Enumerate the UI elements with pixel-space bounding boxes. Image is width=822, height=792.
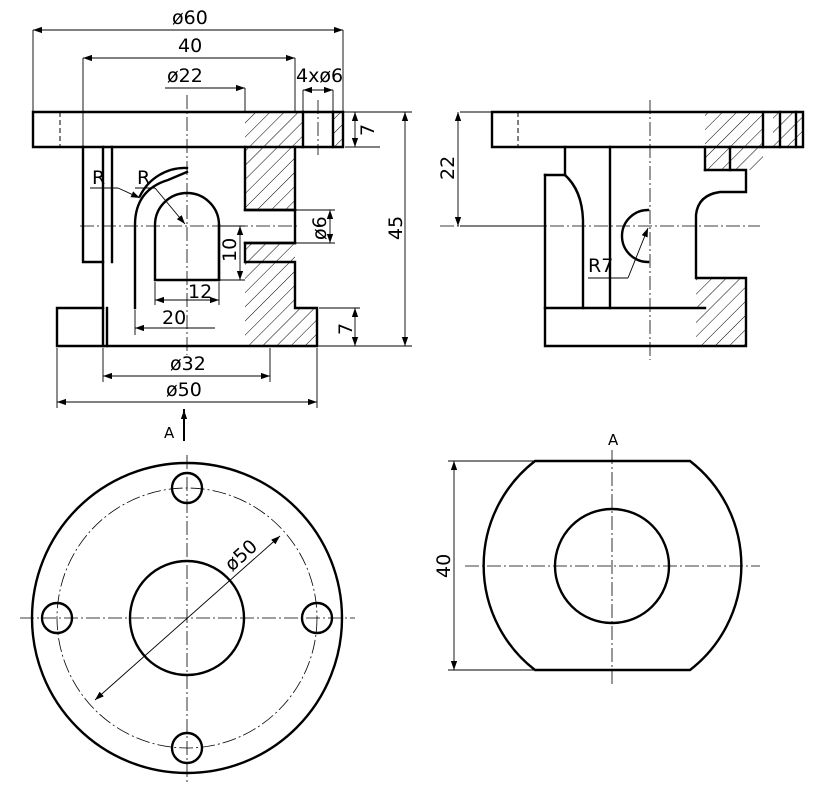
dim-d50: ø50 xyxy=(166,379,202,401)
front-slot-outline xyxy=(133,170,189,310)
front-section-hatch-base xyxy=(295,308,317,346)
front-body-outline xyxy=(55,145,319,348)
dim-12: 12 xyxy=(188,281,212,303)
dim-7-top: 7 xyxy=(357,124,379,136)
side-body-outline xyxy=(543,145,748,348)
dim-d22: ø22 xyxy=(167,65,203,87)
dim-r7: R7 xyxy=(588,255,613,277)
dim-d6-side: ø6 xyxy=(309,216,331,240)
dim-40-viewa: 40 xyxy=(433,554,455,578)
dim-7-bottom: 7 xyxy=(335,323,357,335)
view-label-a: A xyxy=(608,431,619,449)
dim-r2: R xyxy=(137,167,150,189)
side-top-flange-outline xyxy=(490,110,805,149)
front-section-hatch-bottom xyxy=(245,243,295,346)
dim-bc50: ø50 xyxy=(221,535,262,575)
dim-r1: R xyxy=(92,167,105,189)
dim-20: 20 xyxy=(162,307,186,329)
dim-holes: 4xø6 xyxy=(296,65,343,87)
front-view: ø60 40 ø22 4xø6 7 45 7 ø6 10 1 xyxy=(31,7,412,408)
dim-10: 10 xyxy=(219,238,241,262)
arrow-label-a: A xyxy=(164,424,175,442)
front-top-flange-outline xyxy=(31,110,345,149)
dim-22: 22 xyxy=(437,156,459,180)
bottom-view: ø50 xyxy=(20,455,355,782)
front-section-hatch-top xyxy=(245,112,295,210)
view-a: A 40 xyxy=(433,431,760,685)
dim-40-top: 40 xyxy=(178,35,202,57)
front-section-hatch-flange-right xyxy=(333,112,343,147)
dim-45: 45 xyxy=(385,216,407,240)
side-view: 22 R7 xyxy=(437,100,805,360)
dim-d32: ø32 xyxy=(170,353,206,375)
view-a-outline xyxy=(482,459,743,672)
front-section-hatch-flange xyxy=(295,112,303,147)
view-arrow-a: A xyxy=(164,409,188,442)
dim-d60: ø60 xyxy=(172,7,208,29)
